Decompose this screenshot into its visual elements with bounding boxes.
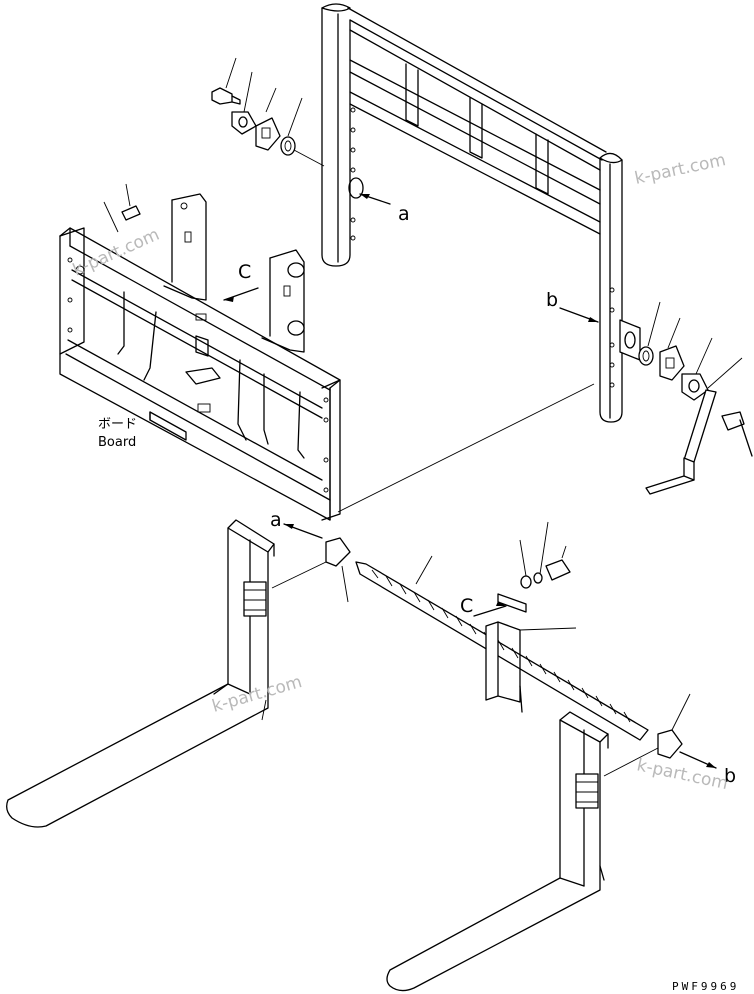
arrow-b-bottom: b — [679, 751, 736, 787]
right-fork — [386, 711, 609, 992]
crank-handle — [645, 389, 753, 495]
board-label-japanese: ボード — [98, 417, 137, 432]
label-b-top: b — [546, 289, 558, 311]
carriage-frame — [59, 183, 341, 521]
arrow-b-top: b — [546, 289, 599, 323]
watermark-top-right: k-part.com — [633, 150, 728, 189]
arrow-a-top: a — [359, 193, 410, 225]
board-label: ボード Board — [98, 417, 137, 450]
watermarks: k-part.com k-part.com k-part.com k-part.… — [70, 150, 730, 794]
top-left-hardware — [211, 57, 325, 167]
backrest-frame — [321, 3, 641, 423]
label-a-top: a — [398, 203, 410, 225]
screw-shaft — [355, 555, 649, 741]
left-fork — [6, 519, 275, 828]
label-b-bottom: b — [724, 765, 736, 787]
label-c-frame: C — [238, 261, 251, 283]
label-a-bottom: a — [270, 509, 282, 531]
arrow-c-bottom: C — [460, 595, 507, 617]
right-stopper-block — [603, 693, 691, 777]
drawing-code: PWF9969 — [672, 980, 739, 993]
watermark-left-fork: k-part.com — [210, 672, 304, 717]
label-c-bottom: C — [460, 595, 473, 617]
arrow-a-bottom: a — [270, 509, 323, 539]
board-label-english: Board — [98, 435, 136, 450]
left-stopper-block — [271, 537, 351, 603]
arrow-c-frame: C — [223, 261, 259, 302]
right-hardware — [638, 301, 743, 401]
shaft-bracket — [485, 521, 577, 713]
leader-line-frame — [337, 383, 595, 513]
watermark-right-fork: k-part.com — [635, 755, 730, 794]
